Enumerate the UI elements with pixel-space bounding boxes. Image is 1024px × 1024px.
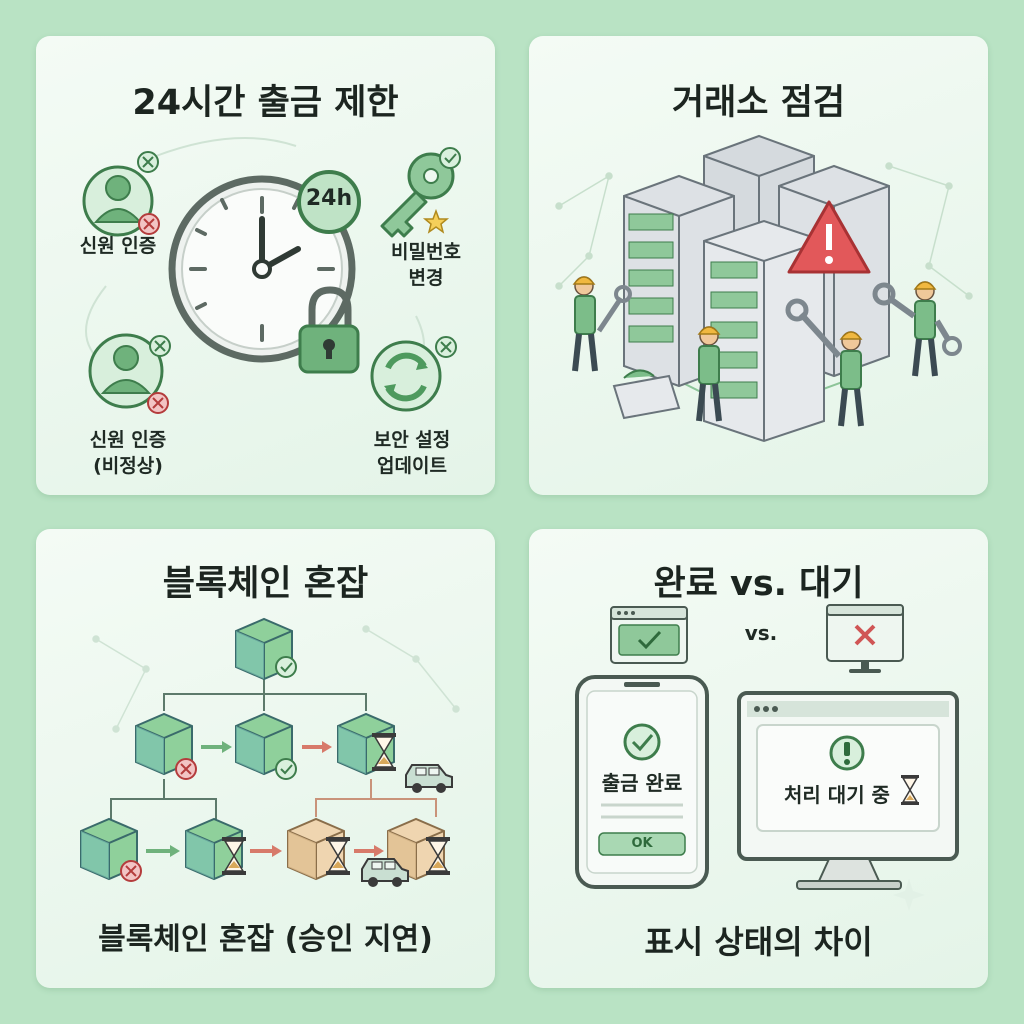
close-icon — [138, 213, 160, 235]
close-icon — [137, 151, 159, 173]
wrench-icon — [872, 282, 962, 356]
car-icon — [405, 764, 453, 794]
refresh-icon — [370, 340, 442, 412]
close-icon — [175, 758, 197, 780]
arrow-red — [302, 741, 332, 753]
check-icon — [439, 147, 461, 169]
withdrawal-limit-illustration — [82, 137, 461, 414]
24h-badge — [297, 170, 361, 234]
clock-icon — [168, 175, 356, 363]
arrow-green — [201, 741, 232, 753]
caption-congestion: 블록체인 혼잡 (승인 지연) — [98, 922, 433, 957]
ok-button[interactable]: OK — [631, 836, 653, 851]
status-illustration — [575, 604, 959, 911]
check-icon — [275, 656, 297, 678]
hourglass-icon — [901, 775, 919, 805]
user-icon — [88, 333, 164, 409]
monitor-failed — [826, 604, 904, 673]
badge-24h: 24h — [305, 186, 353, 211]
close-icon — [435, 336, 457, 358]
arrow-red — [354, 845, 384, 857]
label-password-change-2: 변경 — [408, 267, 444, 289]
maintenance-illustration — [555, 134, 973, 443]
server-rack — [703, 219, 825, 443]
label-identity-abnormal-1: 신원 인증 — [89, 429, 167, 451]
close-icon — [120, 860, 142, 882]
panel-maintenance: 거래소 점검 — [529, 36, 988, 495]
window-success — [610, 606, 688, 664]
user-icon — [82, 165, 154, 237]
worker — [572, 276, 598, 372]
worker — [912, 281, 938, 377]
worker — [838, 331, 864, 427]
lock-icon — [298, 286, 360, 374]
monitor-pending — [737, 691, 959, 890]
exclamation-icon — [829, 735, 865, 771]
panel-title-congestion: 블록체인 혼잡 — [162, 564, 369, 604]
worker — [696, 326, 722, 422]
panel-congestion: 블록체인 혼잡 — [36, 529, 495, 988]
panel-withdrawal-limit: 24시간 출금 제한 — [36, 36, 495, 495]
star-icon — [422, 208, 450, 234]
label-security-update-1: 보안 설정 — [373, 429, 451, 451]
wrench-icon — [596, 285, 632, 333]
check-icon — [275, 758, 297, 780]
arrow-red — [250, 845, 282, 857]
sparkle-icon — [893, 879, 925, 911]
panel-title-maintenance: 거래소 점검 — [671, 83, 846, 123]
wrench-icon — [785, 298, 842, 359]
label-password-change-1: 비밀번호 — [391, 241, 461, 263]
vs-label: vs. — [744, 621, 778, 645]
ok-button-shape — [598, 832, 686, 856]
panel-status: 완료 vs. 대기 — [529, 529, 988, 988]
arrow-green — [146, 845, 180, 857]
label-identity-abnormal-2: (비정상) — [93, 455, 163, 477]
panel-title-withdrawal-limit: 24시간 출금 제한 — [132, 83, 399, 123]
close-icon — [147, 392, 169, 414]
label-security-update-2: 업데이트 — [377, 455, 447, 477]
congestion-illustration — [80, 618, 460, 888]
check-icon — [623, 723, 661, 761]
panel-title-status: 완료 vs. 대기 — [653, 564, 864, 604]
close-icon — [149, 335, 171, 357]
monitor-status-text: 처리 대기 중 — [784, 783, 890, 807]
caption-status: 표시 상태의 차이 — [644, 923, 873, 961]
label-identity-verification: 신원 인증 — [79, 235, 157, 257]
warning-icon — [787, 200, 871, 274]
phone-status-text: 출금 완료 — [601, 771, 683, 795]
toolbox — [612, 369, 681, 420]
